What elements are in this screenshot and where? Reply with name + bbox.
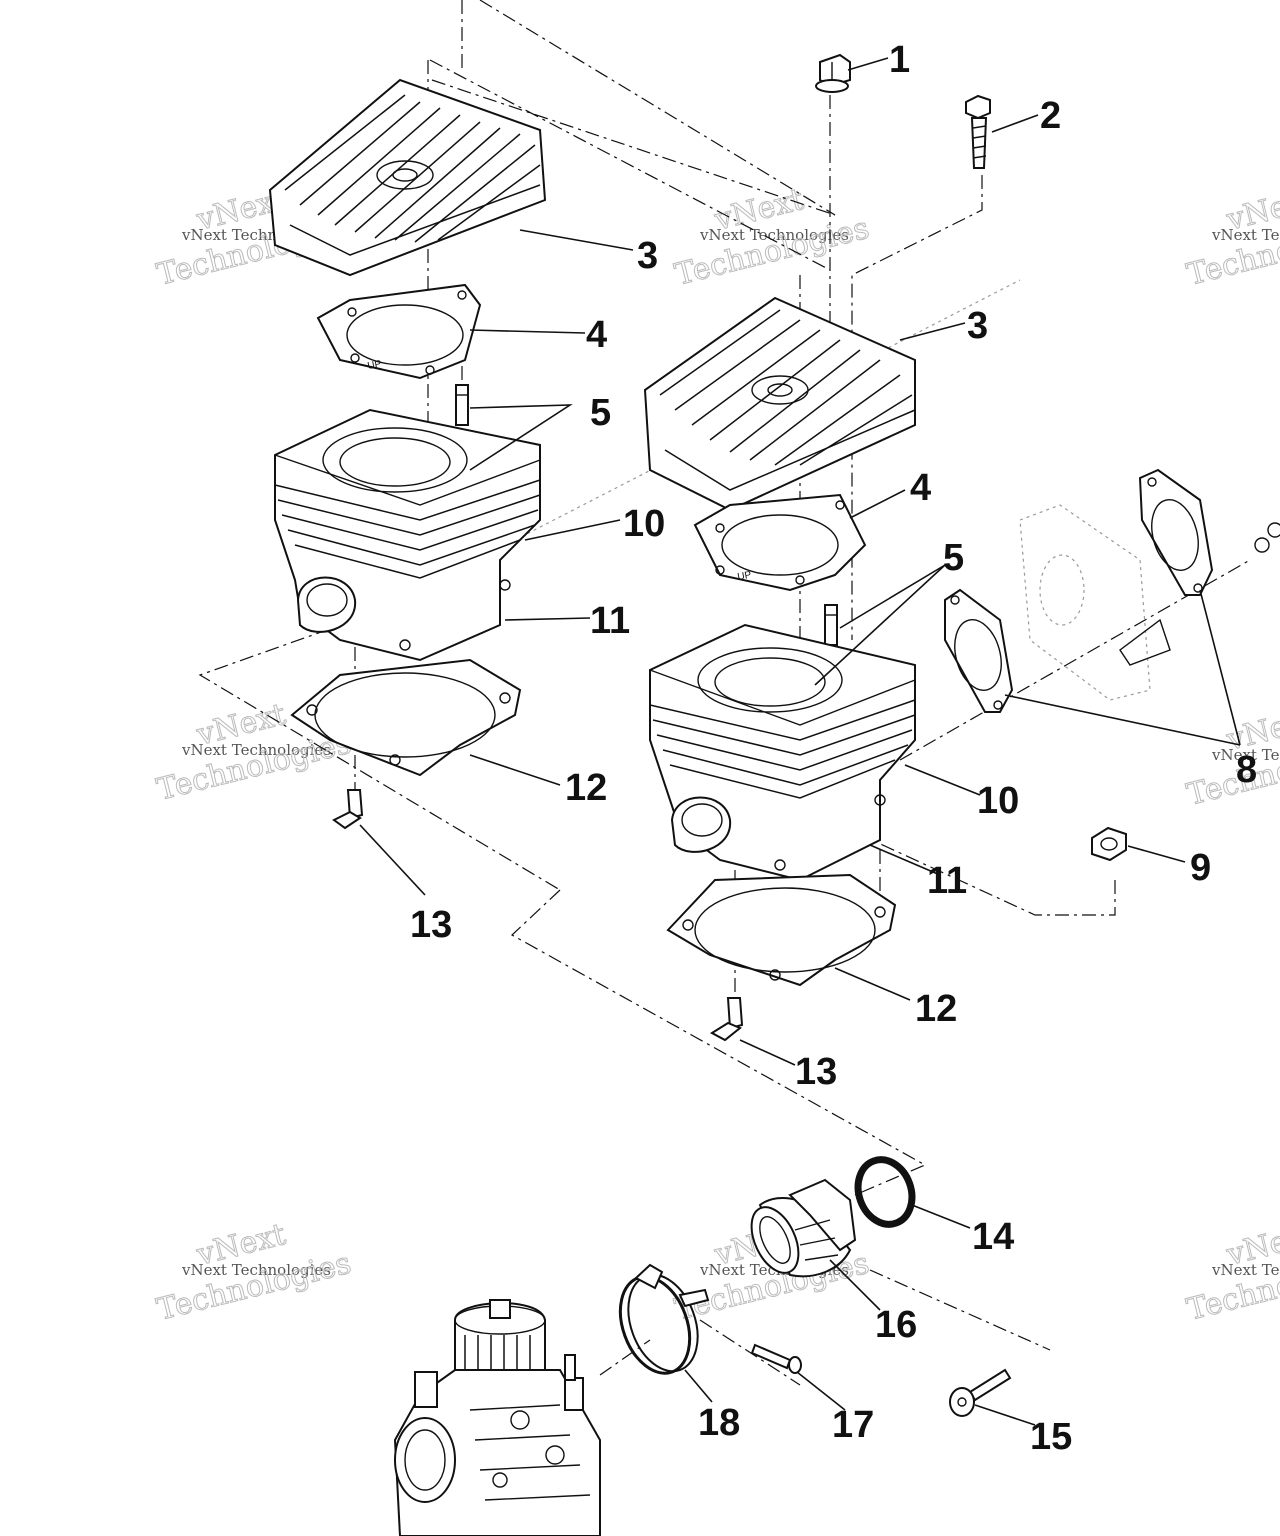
callout-11-right: 11 (927, 860, 967, 902)
callout-13-left: 13 (410, 904, 452, 946)
callout-14: 14 (972, 1216, 1014, 1258)
watermark: vNext vNext Technologies Technologies (671, 182, 873, 294)
callout-1: 1 (889, 39, 910, 81)
part-18-clamp (618, 1263, 710, 1375)
part-1-nut (815, 53, 851, 93)
part-16-intake-adapter (750, 1178, 857, 1278)
callout-5-left: 5 (590, 392, 611, 434)
callout-17: 17 (832, 1404, 874, 1446)
callout-5-right: 5 (943, 537, 964, 579)
callout-11-left: 11 (590, 600, 630, 642)
part-12-base-gasket-right (666, 873, 897, 987)
callout-4-left: 4 (586, 314, 607, 356)
callout-2: 2 (1040, 95, 1061, 137)
watermark: vNext vNext Technologies Technologies (1183, 702, 1280, 814)
part-13-fitting-right (710, 997, 744, 1042)
carburetor (393, 1299, 601, 1536)
part-11-cylinder-right (649, 623, 916, 882)
callout-10-left: 10 (623, 503, 665, 545)
callout-3-left: 3 (637, 235, 658, 277)
part-11-cylinder-left (274, 408, 541, 662)
part-14-o-ring (854, 1156, 916, 1228)
callout-4-right: 4 (910, 467, 931, 509)
svg-text:vNext Technologies: vNext Technologies (1211, 226, 1280, 244)
part-4-head-gasket-right: UP (693, 493, 867, 592)
svg-text:vNext Technologies: vNext Technologies (1211, 1261, 1280, 1279)
watermark: vNext vNext Technologies Technologies (153, 1217, 355, 1329)
part-17-screw (750, 1343, 802, 1374)
callout-12-right: 12 (915, 988, 957, 1030)
callout-8: 8 (1236, 749, 1257, 791)
part-8-exhaust-gaskets (944, 468, 1280, 713)
callout-18: 18 (698, 1402, 740, 1444)
callout-12-left: 12 (565, 767, 607, 809)
part-4-head-gasket-left: UP (316, 283, 482, 380)
part-12-base-gasket-left (290, 658, 522, 777)
part-9-nut (1091, 826, 1127, 862)
part-3-cylinder-head-left (268, 78, 547, 277)
callout-9: 9 (1190, 847, 1211, 889)
part-15-bolt (949, 1368, 1012, 1417)
part-3-cylinder-head-right (643, 296, 916, 512)
watermark: vNext vNext Technologies Technologies (1183, 182, 1280, 294)
callout-10-right: 10 (977, 780, 1019, 822)
watermark: vNext vNext Technologies Technologies (1183, 1217, 1280, 1329)
gasket-up-marking: UP (367, 359, 383, 372)
part-13-fitting-left (332, 789, 364, 830)
callout-labels: 1 2 3 3 4 4 5 5 8 9 10 10 11 11 12 12 13… (410, 39, 1257, 1458)
svg-text:vNext Technologies: vNext Technologies (181, 741, 331, 759)
svg-text:vNext Technologies: vNext Technologies (699, 226, 849, 244)
svg-text:vNext Technologies: vNext Technologies (1211, 746, 1280, 764)
callout-16: 16 (875, 1304, 917, 1346)
leader-lines (359, 57, 1241, 1426)
callout-3-right: 3 (967, 305, 988, 347)
gasket-up-marking: UP (737, 570, 753, 583)
callout-13-right: 13 (795, 1051, 837, 1093)
callout-15: 15 (1030, 1416, 1072, 1458)
part-2-bolt (965, 94, 991, 169)
svg-text:vNext Technologies: vNext Technologies (181, 1261, 331, 1279)
